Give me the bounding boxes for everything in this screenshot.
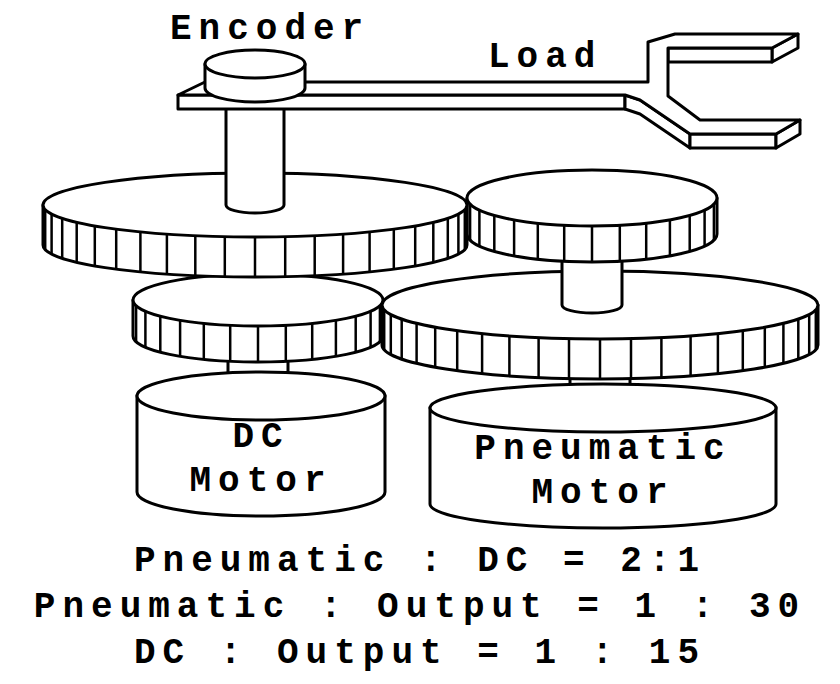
dc-gear-part-part [229, 325, 232, 361]
output-gear-part-part [75, 222, 78, 262]
pneumatic-gear-part-part [797, 319, 800, 359]
dc-gear-part-part [257, 326, 260, 362]
dc-gear-part-part [311, 323, 314, 359]
pneumatic-gear-part-part [660, 338, 663, 378]
pneumatic-gear-part-part [630, 339, 633, 379]
pneumatic-gear-part-part [689, 336, 692, 376]
pneumatic-gear-part-part [434, 327, 437, 367]
pneumatic-gear-part-part [537, 338, 540, 378]
motor-label: Pneumatic Motor [453, 428, 753, 516]
pneumatic-gear-part-part [782, 323, 785, 363]
output-gear-part-part [139, 232, 142, 272]
output-gear-part-part [368, 232, 371, 272]
idler-gear-part-part [591, 226, 594, 262]
motor-top [430, 384, 776, 432]
output-gear-part-part [166, 234, 169, 274]
output-shaft-part [226, 100, 284, 213]
output-gear-part-part [393, 229, 396, 269]
dc-gear-part-part [144, 311, 147, 347]
pneumatic-gear-part-part [390, 315, 393, 355]
motor-cylinder: DC Motor [135, 370, 387, 518]
gear-ratio: DC : Output = 1 : 15 [0, 632, 840, 676]
output-gear-part-part [464, 210, 467, 250]
pneumatic-gear-part-part [764, 327, 767, 367]
dc-gear-part [136, 306, 380, 362]
dc-gear-part-part [335, 320, 338, 356]
idler-gear-part-part [703, 210, 706, 246]
motor-label: DC Motor [176, 416, 346, 504]
encoder-label: Encoder [170, 8, 370, 52]
idler-gear-part-part [619, 225, 622, 261]
output-gear-part-part [50, 214, 53, 254]
gear-ratio: Pneumatic : DC = 2:1 [0, 540, 840, 584]
output-gear-part-part [313, 236, 316, 276]
gear-ratio: Pneumatic : Output = 1 : 30 [0, 586, 840, 630]
motor-cylinder: Pneumatic Motor [428, 382, 778, 530]
dc-gear-part-part [285, 325, 288, 361]
output-gear-part-part [115, 229, 118, 269]
output-gear-part-part [61, 218, 64, 258]
motor-top [137, 372, 385, 420]
output-gear-part-part [224, 237, 227, 277]
load-arm-part [690, 134, 776, 148]
load-arm [178, 34, 800, 148]
output-shaft [226, 100, 284, 213]
pneumatic-gear-part-part [508, 336, 511, 376]
pneumatic-gear-part-part [717, 334, 720, 374]
output-gear-part-part [342, 234, 345, 274]
pneumatic-gear-part-part [456, 331, 459, 371]
dc-gear-part-part [159, 316, 162, 352]
idler-gear-part [470, 204, 714, 262]
output-gear-part [45, 210, 465, 277]
encoder-cylinder-part [205, 50, 305, 78]
pneumatic-gear-part [384, 310, 816, 379]
pneumatic-gear-part-part [599, 339, 602, 379]
dc-gear-part-part [179, 320, 182, 356]
pneumatic-gear-part-part [742, 331, 745, 371]
pneumatic-gear-part-part [383, 310, 386, 350]
dc-gear-part-part [203, 323, 206, 359]
output-gear-part-part [194, 236, 197, 276]
output-gear-part-part [94, 226, 97, 266]
encoder-cylinder [205, 50, 305, 102]
output-gear-part-part [447, 218, 450, 258]
idler-gear-part [467, 170, 717, 226]
dc-gear [133, 274, 383, 362]
idler-gear [467, 170, 717, 262]
idler-gear-part-part [469, 204, 472, 240]
idler-gear-part-part [563, 225, 566, 261]
output-gear-part-part [254, 237, 257, 277]
pneumatic-gear-part-part [815, 310, 818, 350]
load-arm-part [668, 48, 772, 62]
dc-gear-part [133, 274, 383, 326]
output-gear-part-part [44, 210, 47, 250]
dc-gear-part-part [354, 316, 357, 352]
idler-gear-part-part [688, 216, 691, 252]
dc-gear-part-part [369, 311, 372, 347]
idler-gear-part-part [513, 220, 516, 256]
output-gear-part-part [414, 226, 417, 266]
idler-gear-part-part [713, 204, 716, 240]
pneumatic-gear-part-part [415, 323, 418, 363]
idler-gear-part-part [537, 223, 540, 259]
output-gear-part-part [284, 237, 287, 277]
dc-gear-part-part [135, 306, 138, 342]
idler-gear-part-part [478, 210, 481, 246]
idler-gear-part-part [645, 223, 648, 259]
pneumatic-gear-part-part [481, 334, 484, 374]
idler-gear-part-part [669, 220, 672, 256]
load-label: Load [488, 36, 602, 80]
pneumatic-gear-part-part [400, 319, 403, 359]
output-gear-part-part [432, 222, 435, 262]
idler-gear-part-part [493, 216, 496, 252]
pneumatic-gear-part-part [808, 315, 811, 355]
pneumatic-gear-part-part [568, 339, 571, 379]
output-gear-part-part [457, 214, 460, 254]
